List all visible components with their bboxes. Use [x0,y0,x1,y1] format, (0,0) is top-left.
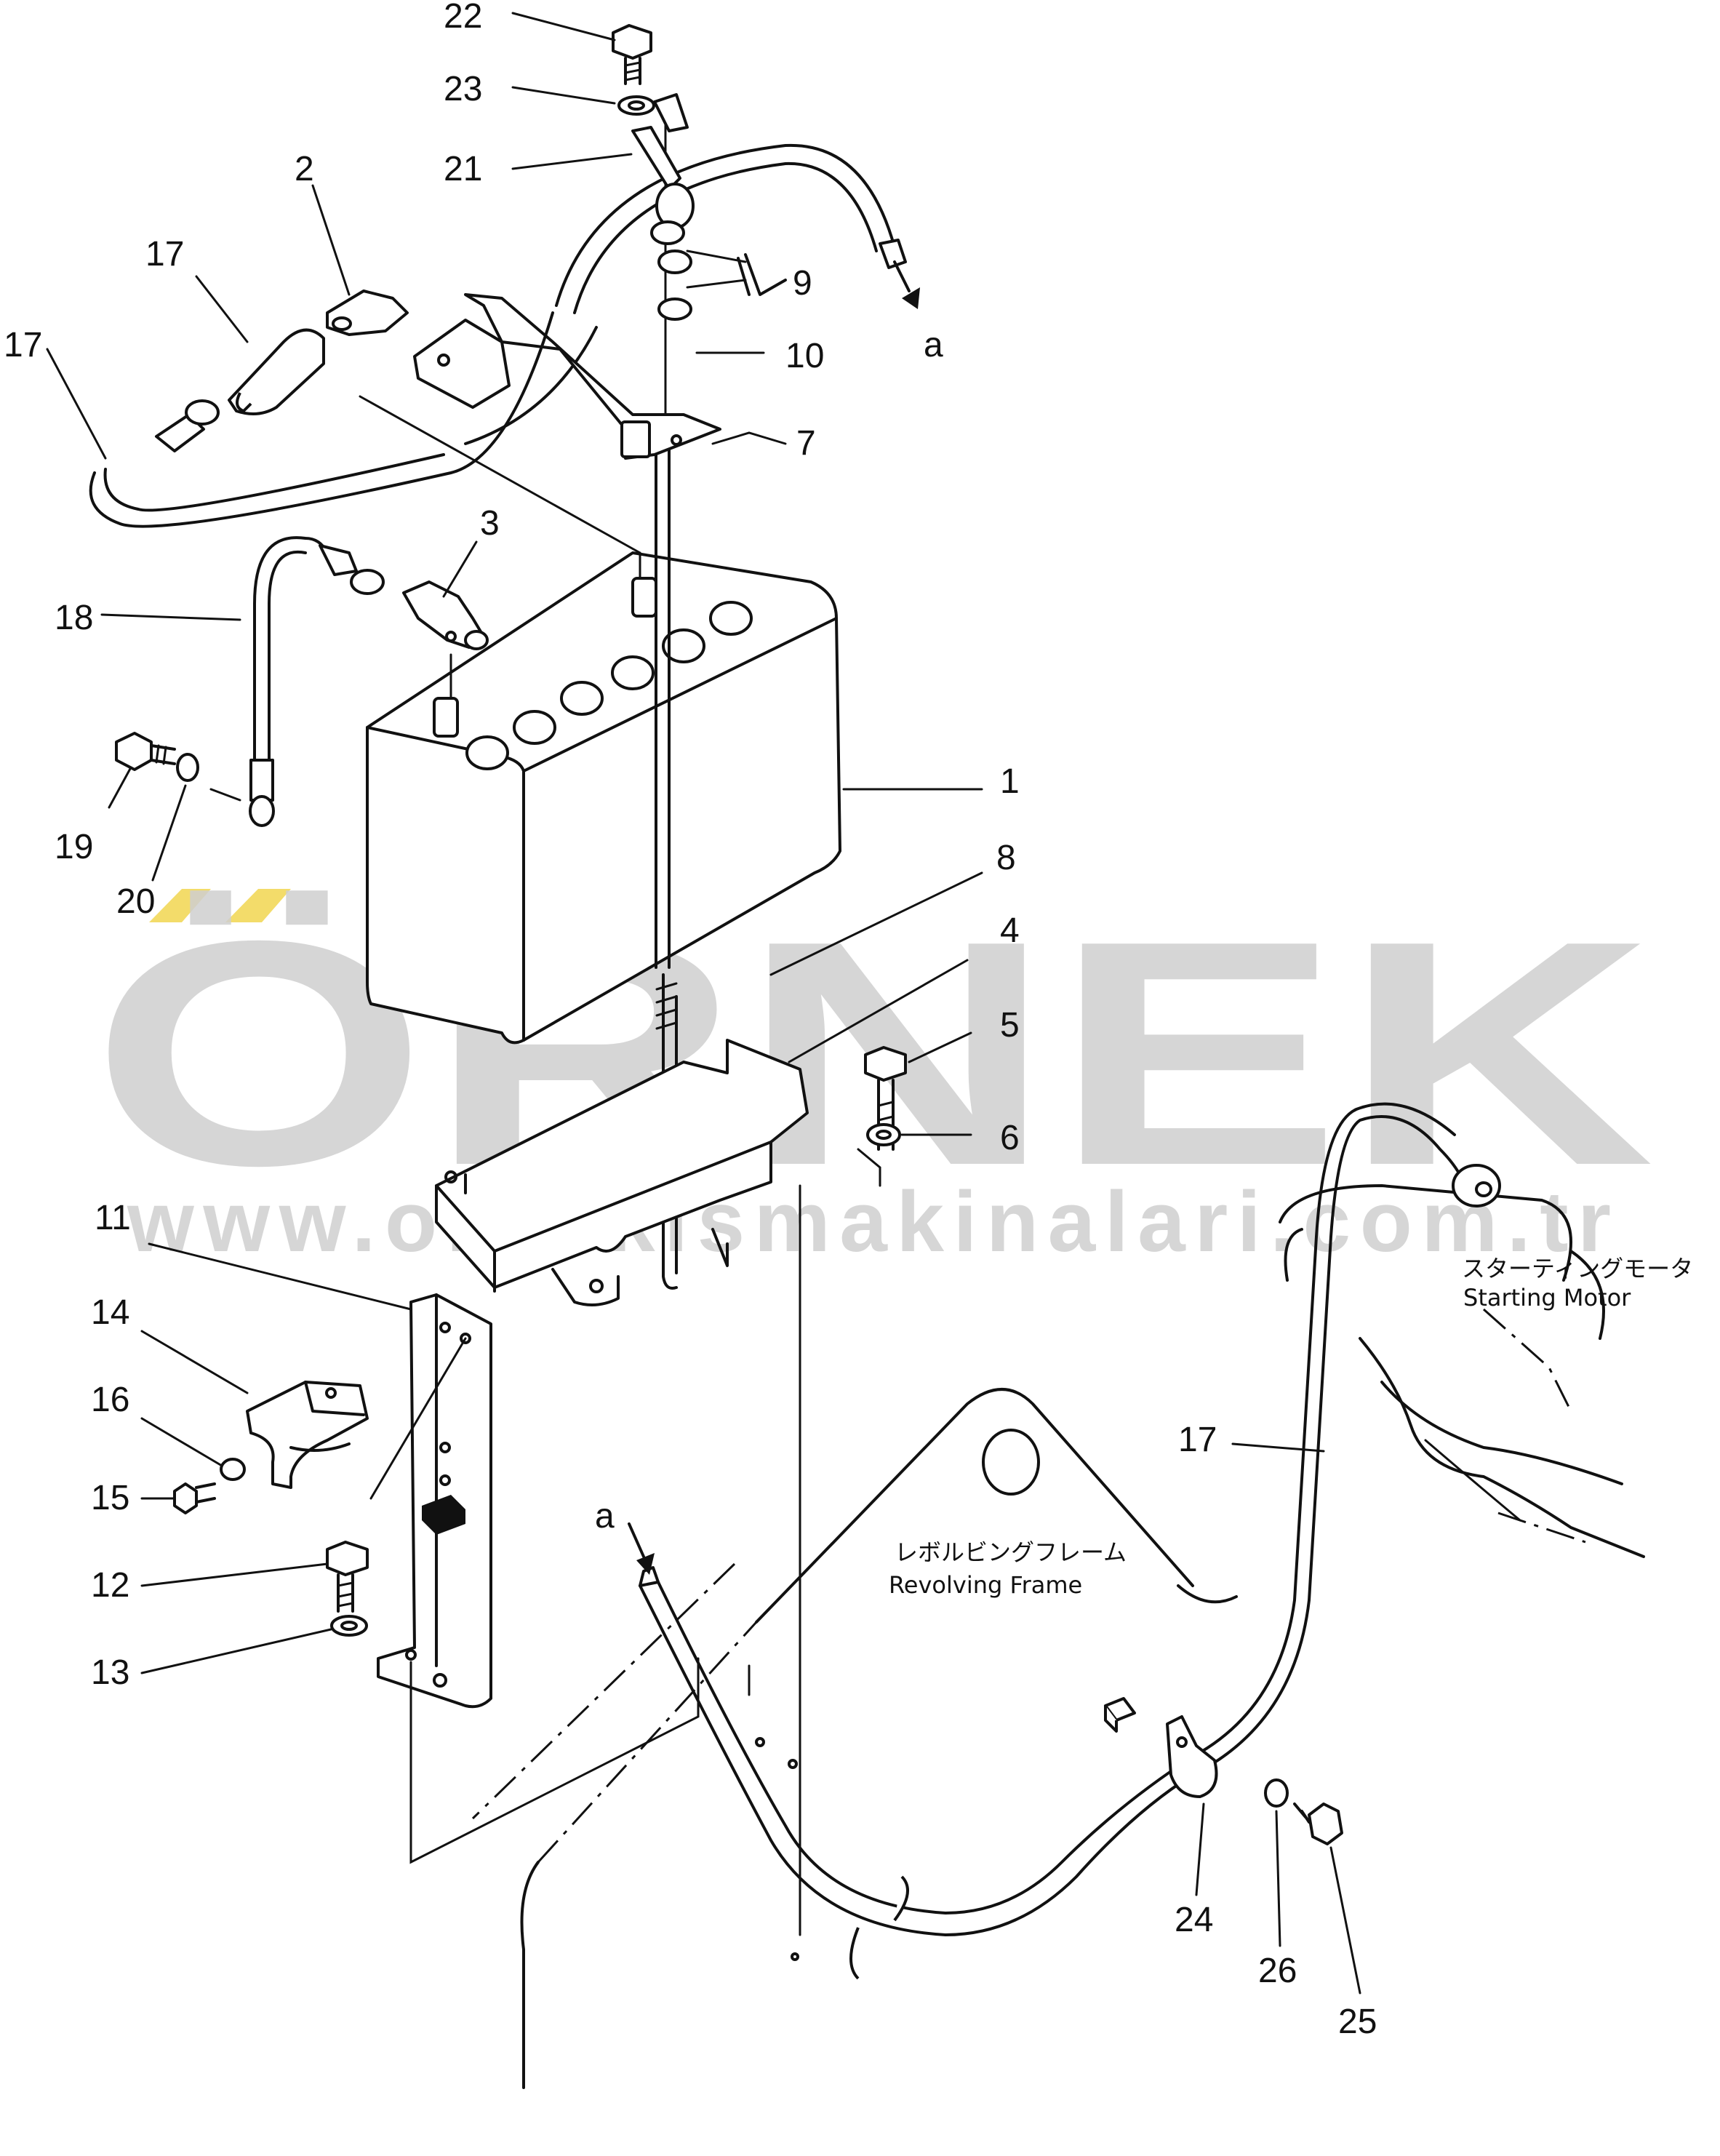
arrow-top [893,260,920,309]
callout-18: 17 [145,235,184,274]
watermark-url: www.ornekismakinalari.com.tr [127,1174,1611,1270]
callout-13: 13 [91,1653,129,1692]
caption-starting-motor-en: Starting Motor [1463,1284,1631,1311]
callout-3: 3 [480,504,500,543]
callout-2: 2 [295,150,314,188]
revolving-frame-outline [520,1388,1238,2089]
callout-15: 15 [91,1479,129,1517]
leader-lines [46,12,1361,1995]
callout-17-bottom: 17 [1178,1421,1217,1459]
callout-24: 23 [444,70,482,108]
callout-17-top: 17 [4,326,42,364]
caption-revolving-frame-en: Revolving Frame [889,1571,1082,1599]
callout-23: 22 [444,0,482,36]
callout-8: 8 [996,839,1016,877]
battery-tray [435,1039,809,1306]
bolt-12 [326,1541,369,1637]
callout-9: 9 [793,264,812,303]
captions: スターティングモータ Starting Motor レボルビングフレーム Rev… [889,1255,1693,1599]
clamp-25 [1104,1697,1343,1845]
bolt-23 [612,24,655,116]
battery-cable-19 [249,536,489,827]
callouts: 22 23 21 2 17 17 9 10 7 3 18 1 8 4 5 6 1… [4,0,1377,2041]
watermark-umlaut-right [225,889,291,922]
arrow-bottom [628,1522,655,1575]
callout-26: 25 [1338,2003,1377,2041]
callout-25: 24 [1175,1901,1213,1939]
callout-6: 6 [1000,1119,1020,1157]
callout-19: 18 [55,599,93,637]
caption-revolving-frame-jp: レボルビングフレーム [895,1538,1127,1566]
callout-10: 10 [785,337,824,375]
callout-4: 4 [1000,911,1020,950]
callout-27: 26 [1258,1952,1297,1990]
caption-starting-motor-jp: スターティングモータ [1462,1255,1693,1282]
watermark-umlaut-left [149,889,211,922]
callout-14: 14 [91,1293,129,1332]
callout-12: 12 [91,1566,129,1605]
top-harness [413,93,907,460]
bolt-5 [864,1046,907,1151]
callout-22: 21 [444,150,482,188]
bolt-20 [115,732,199,782]
starter-cable [639,1102,1501,1980]
callout-20: 19 [55,828,93,866]
starting-motor-sketch [1279,1184,1645,1558]
callout-11: 11 [95,1199,131,1237]
ground-cable [89,290,554,528]
assembly-lines [209,100,881,1961]
mounting-bracket [377,1293,492,1709]
hold-down-rod [655,442,678,1290]
marker-a-top: a [924,326,943,364]
callout-7: 7 [796,424,816,463]
callout-16: 16 [91,1381,129,1419]
callout-21: 20 [116,882,155,921]
callout-1: 1 [1000,762,1020,801]
marker-a-bottom: a [595,1497,615,1536]
callout-5: 5 [1000,1006,1020,1045]
clamp-14 [173,1381,369,1514]
battery [366,551,841,1045]
